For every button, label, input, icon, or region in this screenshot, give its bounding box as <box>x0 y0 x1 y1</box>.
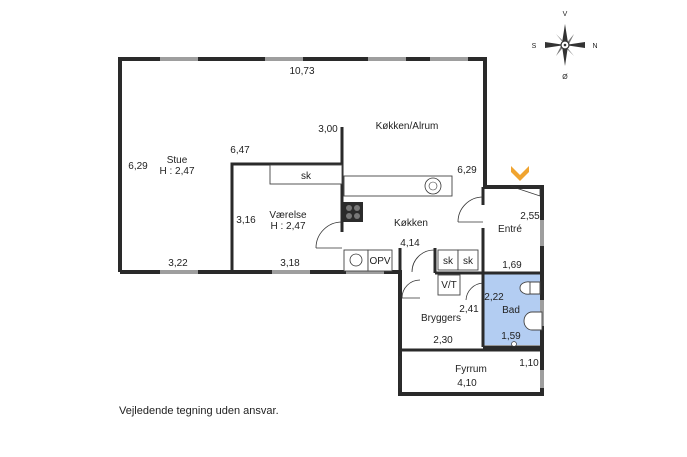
kitchen-counter <box>343 175 453 197</box>
dim-vaerelse-span: 6,47 <box>230 145 250 156</box>
compass-needle <box>565 42 585 48</box>
compass-needle <box>562 46 568 66</box>
dimension-labels: 10,73 6,29 6,29 3,00 6,47 3,16 3,22 3,18… <box>128 66 540 389</box>
fan-inner <box>428 181 438 191</box>
dim-fyrrum-width: 4,10 <box>457 378 477 389</box>
sink-icon <box>349 253 363 267</box>
room-vaerelse-name: Værelse <box>269 210 307 221</box>
fixture-labels: sk OPV sk sk V/T <box>301 171 474 291</box>
doors <box>315 185 541 388</box>
door-swing <box>465 282 484 301</box>
dim-entre-width: 1,69 <box>502 260 522 271</box>
burner <box>354 205 360 211</box>
window <box>368 57 406 61</box>
room-kokken-alrum: Køkken/Alrum <box>376 121 439 132</box>
wardrobe-sk <box>269 164 343 185</box>
drain-icon <box>511 341 517 347</box>
burner <box>346 205 352 211</box>
dim-stue-depth: 6,29 <box>128 161 148 172</box>
label-sk: sk <box>301 171 312 182</box>
dim-bryggers-width: 2,30 <box>433 335 453 346</box>
washer-vt <box>437 274 461 296</box>
dim-vaerelse-bottom: 3,18 <box>280 258 300 269</box>
compass-needle <box>545 42 565 48</box>
dim-kokken-width: 4,14 <box>400 238 420 249</box>
windows <box>160 57 544 388</box>
washbasin-icon <box>523 311 543 331</box>
burner <box>346 213 352 219</box>
compass-n: N <box>592 43 597 50</box>
room-stue-name: Stue <box>167 155 188 166</box>
door-swing <box>315 221 343 249</box>
fixtures <box>269 164 543 347</box>
dim-bryggers-depth: 2,41 <box>459 304 479 315</box>
room-fyrrum: Fyrrum <box>455 364 487 375</box>
door-swing <box>401 279 421 299</box>
window <box>540 370 544 388</box>
room-labels: Stue H : 2,47 Køkken/Alrum Værelse H : 2… <box>159 121 522 375</box>
room-bryggers: Bryggers <box>421 313 461 324</box>
window <box>272 270 310 274</box>
disclaimer-text: Vejledende tegning uden ansvar. <box>119 405 279 417</box>
dim-bad-depth: 2,22 <box>484 292 504 303</box>
dim-vaerelse-depth: 3,16 <box>236 215 256 226</box>
label-sk: sk <box>443 256 454 267</box>
compass <box>545 24 585 66</box>
label-opv: OPV <box>369 256 390 267</box>
window <box>540 220 544 246</box>
entry-door <box>509 185 541 197</box>
compass-s: S <box>532 43 537 50</box>
window <box>160 270 198 274</box>
room-kokken: Køkken <box>394 218 428 229</box>
dim-bad-width: 1,59 <box>501 331 521 342</box>
stove-icon <box>343 202 363 222</box>
window <box>160 57 198 61</box>
room-bad: Bad <box>502 305 520 316</box>
room-vaerelse-height: H : 2,47 <box>270 221 305 232</box>
fan-icon <box>424 177 442 195</box>
window <box>265 57 303 61</box>
entrance-arrow-icon <box>511 166 529 181</box>
compass-o: Ø <box>562 74 568 81</box>
opv-unit <box>367 249 393 272</box>
outer-wall <box>118 57 544 396</box>
dim-stue-bottom: 3,22 <box>168 258 188 269</box>
burner <box>354 213 360 219</box>
room-entre: Entré <box>498 224 522 235</box>
label-sk: sk <box>463 256 474 267</box>
wardrobe-sk-right <box>457 249 479 271</box>
door-swing <box>457 196 484 223</box>
dim-top-width: 10,73 <box>289 66 314 77</box>
walls <box>118 57 544 396</box>
dim-alrum-depth: 6,29 <box>457 165 477 176</box>
window <box>346 270 384 274</box>
dim-wall: 3,00 <box>318 124 338 135</box>
compass-needle <box>562 24 568 43</box>
dim-fyrrum-depth: 1,10 <box>519 358 539 369</box>
label-vt: V/T <box>441 280 457 291</box>
door-swing <box>411 249 435 273</box>
room-stue-height: H : 2,47 <box>159 166 194 177</box>
dim-entre-depth: 2,55 <box>520 211 540 222</box>
vaerelse-wall <box>230 162 342 270</box>
compass-center-dot <box>563 43 567 47</box>
compass-v: V <box>563 11 568 18</box>
compass-letters: V S N Ø <box>532 11 598 81</box>
toilet-icon <box>519 281 541 295</box>
window <box>430 57 468 61</box>
